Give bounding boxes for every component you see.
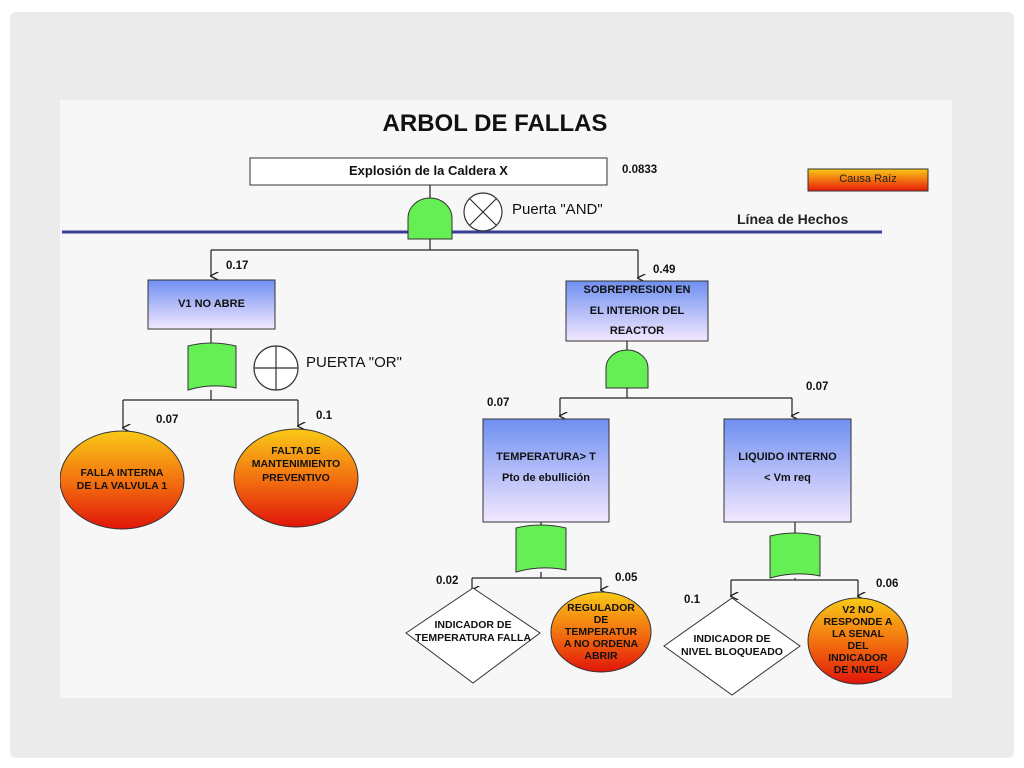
v2-line-3: LA SENAL — [831, 627, 885, 640]
v2-line-2: RESPONDE A — [823, 615, 893, 628]
regulador-ellipse — [550, 591, 652, 673]
temperatura-line-2: Pto de ebullición — [501, 472, 590, 484]
sobre-line-2: EL INTERIOR DEL — [589, 304, 685, 317]
v1-prob: 0.17 — [226, 260, 249, 272]
fact-line-label: Línea de Hechos — [737, 211, 849, 227]
top-event-prob: 0.0833 — [622, 164, 658, 176]
v1-label: V1 NO ABRE — [178, 297, 245, 310]
or-gate-temperatura — [515, 524, 567, 573]
temperatura-line-1: TEMPERATURA> T — [496, 451, 596, 464]
top-event-label: Explosión de la Caldera X — [349, 163, 508, 179]
liquido-line-1: LIQUIDO INTERNO — [738, 451, 837, 464]
v2-line-1: V2 NO — [842, 603, 874, 616]
temperatura-box — [482, 418, 610, 523]
ind-temp-line-2: TEMPERATURA FALLA — [414, 632, 532, 644]
sobre-box — [565, 280, 709, 342]
falta-mant-line-2: MANTENIMIENTO — [251, 458, 341, 471]
liquido-line-2: < Vm req — [764, 472, 811, 484]
sobre-label: SOBREPRESION EN EL INTERIOR DEL REACTOR — [566, 281, 708, 341]
top-event-box — [249, 157, 608, 186]
ind-nivel-line-2: NIVEL BLOQUEADO — [681, 646, 783, 658]
regulador-line-1: REGULADOR — [567, 601, 635, 614]
regulador-prob: 0.05 — [615, 572, 638, 584]
sobre-prob: 0.49 — [653, 264, 676, 276]
regulador-line-5: ABRIR — [584, 650, 618, 663]
liquido-prob: 0.07 — [806, 381, 829, 393]
legend-label: Causa Raíz — [839, 173, 897, 185]
or-gate-label: PUERTA "OR" — [306, 354, 402, 371]
regulador-line-3: TEMPERATUR — [564, 625, 638, 638]
diagram-canvas: ARBOL DE FALLAS Explosión de la Caldera … — [60, 100, 952, 698]
v2-label: V2 NO RESPONDE A LA SENAL DEL INDICADOR … — [816, 600, 900, 680]
sobre-line-1: SOBREPRESION EN — [583, 283, 691, 296]
regulador-label: REGULADOR DE TEMPERATUR A NO ORDENA ABRI… — [556, 599, 646, 665]
ind-nivel-diamond — [663, 597, 801, 696]
temperatura-label: TEMPERATURA> T Pto de ebullición — [483, 445, 609, 491]
ind-temp-diamond — [405, 587, 541, 684]
falta-mant-ellipse — [233, 428, 359, 528]
and-gate-top — [407, 197, 453, 240]
ind-nivel-label: INDICADOR DE NIVEL BLOQUEADO — [664, 626, 800, 666]
fault-tree-graphics — [60, 157, 929, 696]
sobre-line-3: REACTOR — [609, 325, 665, 338]
falta-mant-line-3: PREVENTIVO — [262, 471, 330, 484]
falta-mant-label: FALTA DE MANTENIMIENTO PREVENTIVO — [236, 440, 356, 490]
ind-temp-label: INDICADOR DE TEMPERATURA FALLA — [406, 612, 540, 652]
falla-interna-line-2: DE LA VALVULA 1 — [76, 480, 168, 492]
and-gate-label: Puerta "AND" — [512, 201, 603, 218]
v2-line-5: INDICADOR — [828, 652, 888, 665]
temperatura-prob: 0.07 — [487, 397, 510, 409]
v1-box — [147, 279, 276, 330]
v2-prob: 0.06 — [876, 578, 899, 590]
falla-interna-line-1: FALLA INTERNA — [80, 466, 164, 479]
ind-nivel-line-1: INDICADOR DE — [693, 632, 771, 645]
regulador-line-4: A NO ORDENA — [563, 638, 639, 651]
v2-line-4: DEL — [847, 640, 869, 652]
falla-interna-label: FALLA INTERNA DE LA VALVULA 1 — [62, 460, 182, 500]
falla-interna-prob: 0.07 — [156, 414, 179, 426]
falta-mant-prob: 0.1 — [316, 410, 332, 422]
liquido-box — [723, 418, 852, 523]
or-gate-v1 — [187, 342, 237, 391]
regulador-line-2: DE — [593, 613, 609, 626]
ind-nivel-prob: 0.1 — [684, 594, 700, 606]
and-gate-sobre — [605, 349, 649, 389]
ind-temp-prob: 0.02 — [436, 575, 459, 587]
v2-ellipse — [807, 597, 909, 685]
ind-temp-line-1: INDICADOR DE — [434, 618, 512, 631]
legend-swatch — [807, 168, 929, 192]
falta-mant-line-1: FALTA DE — [271, 445, 321, 458]
or-gate-liquido — [769, 532, 821, 579]
liquido-label: LIQUIDO INTERNO < Vm req — [724, 445, 851, 491]
v2-line-6: DE NIVEL — [833, 664, 883, 677]
diagram-title: ARBOL DE FALLAS — [382, 110, 608, 137]
falla-interna-ellipse — [60, 430, 185, 530]
